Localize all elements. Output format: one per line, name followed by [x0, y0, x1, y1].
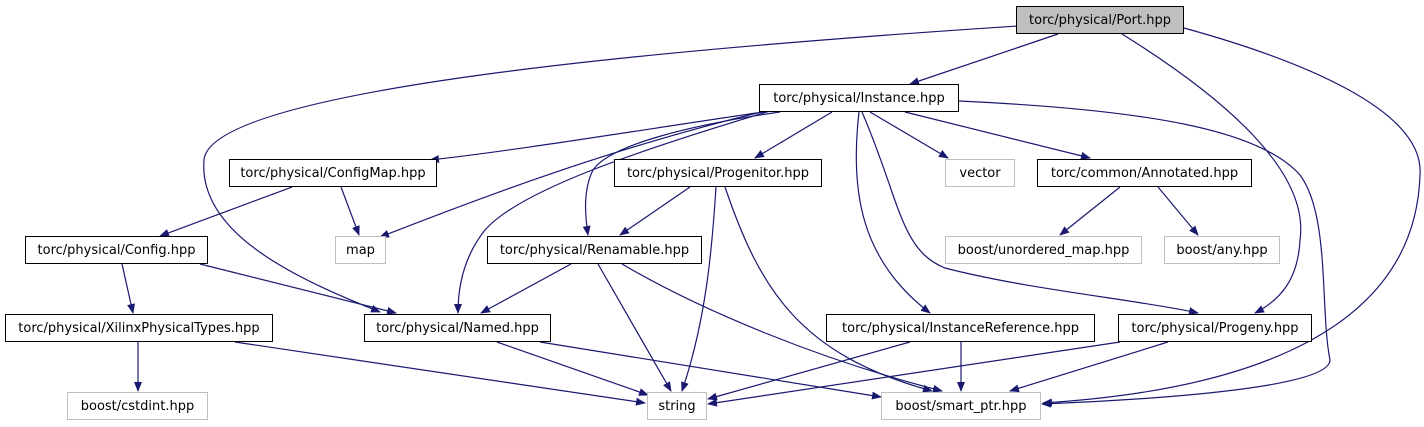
edge-xilinx-string — [234, 341, 646, 406]
edge-annotated-any — [1157, 186, 1199, 236]
node-port-hpp[interactable]: torc/physical/Port.hpp — [1016, 6, 1184, 34]
edge-progenitor-renamable — [619, 186, 691, 236]
edge-progenitor-string — [681, 186, 717, 392]
node-named-hpp[interactable]: torc/physical/Named.hpp — [364, 314, 551, 342]
edge-instance-progeny — [861, 111, 1199, 315]
edge-port-named — [203, 25, 1019, 313]
node-map: map — [335, 236, 386, 264]
node-annotated-hpp[interactable]: torc/common/Annotated.hpp — [1037, 159, 1252, 187]
edge-annotated-unordered_map — [1059, 186, 1121, 236]
edge-progenitor-smart_ptr — [724, 186, 933, 393]
node-xilinx-physical-types-hpp[interactable]: torc/physical/XilinxPhysicalTypes.hpp — [5, 314, 273, 342]
node-smart-ptr-hpp: boost/smart_ptr.hpp — [881, 392, 1041, 420]
edge-port-instance — [909, 33, 1059, 85]
edge-renamable-named — [480, 263, 572, 314]
edge-port-progeny — [1121, 33, 1302, 314]
node-config-hpp[interactable]: torc/physical/Config.hpp — [25, 236, 208, 264]
node-unordered-map-hpp: boost/unordered_map.hpp — [945, 236, 1142, 264]
node-configmap-hpp[interactable]: torc/physical/ConfigMap.hpp — [229, 159, 437, 187]
edge-instance-smart_ptr — [958, 100, 1331, 408]
edge-configmap-config — [159, 186, 293, 237]
node-instance-reference-hpp[interactable]: torc/physical/InstanceReference.hpp — [826, 314, 1095, 342]
edge-configmap-map — [340, 186, 360, 236]
edge-renamable-string — [597, 263, 672, 392]
node-progenitor-hpp[interactable]: torc/physical/Progenitor.hpp — [614, 159, 822, 187]
node-progeny-hpp[interactable]: torc/physical/Progeny.hpp — [1118, 314, 1312, 342]
node-string: string — [647, 392, 707, 420]
edge-instance-progenitor — [754, 111, 833, 159]
edge-port-smart_ptr — [1042, 27, 1421, 407]
node-any-hpp: boost/any.hpp — [1164, 236, 1280, 264]
edge-progeny-smart_ptr — [1009, 341, 1169, 393]
edge-named-string — [496, 341, 649, 396]
node-instance-hpp[interactable]: torc/physical/Instance.hpp — [759, 84, 959, 112]
node-cstdint-hpp: boost/cstdint.hpp — [67, 392, 208, 420]
edge-instref-string — [707, 341, 911, 401]
edge-named-smart_ptr — [539, 341, 882, 400]
node-renamable-hpp[interactable]: torc/physical/Renamable.hpp — [487, 236, 702, 264]
edge-renamable-smart_ptr — [621, 263, 943, 393]
node-vector: vector — [945, 159, 1015, 187]
edge-instance-named — [454, 110, 771, 314]
edge-instance-map — [379, 109, 771, 238]
edge-instance-annotated — [904, 111, 1091, 160]
edge-config-xilinx — [121, 263, 135, 314]
edge-instance-renamable — [582, 111, 781, 236]
edge-instance-configmap — [429, 110, 771, 163]
edge-instance-instref — [855, 111, 931, 314]
edge-config-named — [199, 263, 397, 315]
edge-progeny-string — [707, 341, 1121, 407]
edge-instance-vector — [869, 111, 949, 159]
